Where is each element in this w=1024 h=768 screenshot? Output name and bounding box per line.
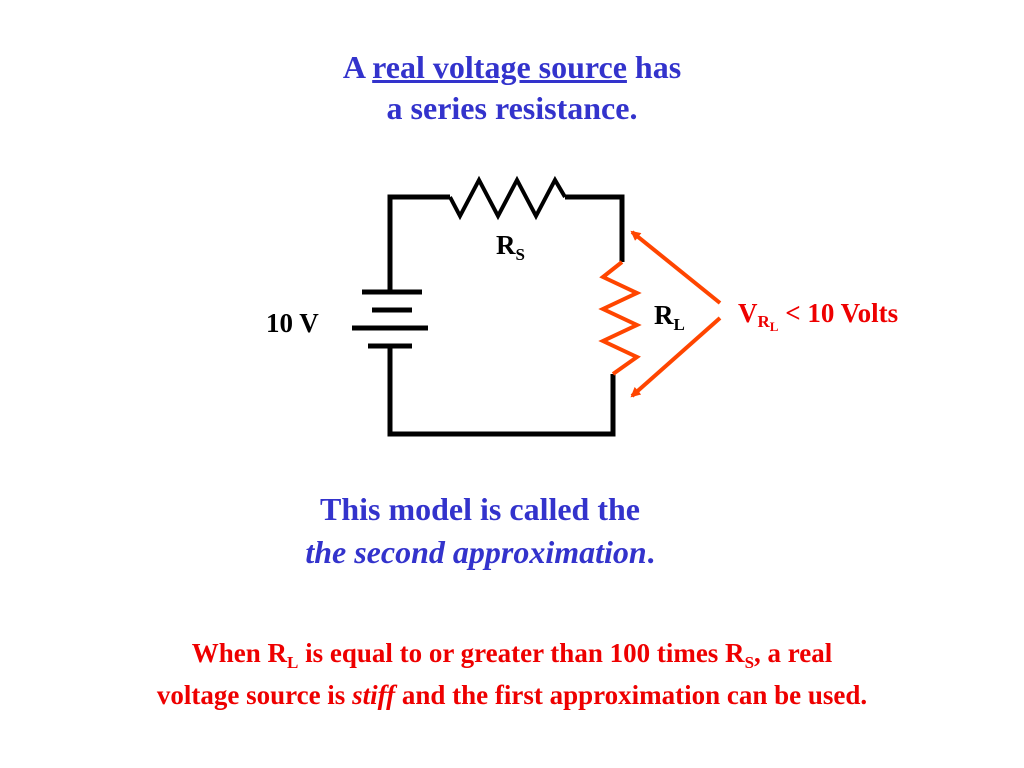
- rl-label: RL: [654, 300, 685, 333]
- title-suffix: has: [626, 49, 682, 85]
- title-underlined-term: real voltage source: [372, 49, 627, 85]
- note-text-2: is equal to or greater than 100 times R: [298, 638, 745, 668]
- rs-sub: S: [515, 245, 525, 264]
- load-resistor-rl: [598, 260, 642, 376]
- arrow-down: [630, 316, 722, 398]
- model-line2-italic: the second approximation: [305, 534, 647, 570]
- rl-main: R: [654, 300, 674, 330]
- rl-sub: L: [673, 315, 685, 334]
- stiff-source-note: When RL is equal to or greater than 100 …: [0, 632, 1024, 716]
- vrl-rest: < 10 Volts: [778, 298, 899, 328]
- note-text-3: , a real: [754, 638, 833, 668]
- model-line1: This model is called the: [319, 491, 640, 527]
- rs-main: R: [496, 230, 516, 260]
- arrow-up: [630, 230, 722, 305]
- model-line2-end: .: [646, 534, 655, 570]
- note-stiff-word: stiff: [352, 680, 396, 710]
- series-resistor-rs: [448, 175, 567, 221]
- title-line2: a series resistance.: [386, 90, 638, 126]
- vrl-v: V: [738, 298, 758, 328]
- note-sub-s: S: [744, 653, 755, 672]
- wire-top-right: [565, 194, 625, 262]
- wire-top-left: [387, 194, 450, 290]
- note-text-4: voltage source is: [156, 680, 353, 710]
- note-text-1: When R: [191, 638, 287, 668]
- wire-right-lower: [387, 348, 616, 437]
- note-sub-l: L: [287, 653, 299, 672]
- battery-symbol: [352, 289, 428, 349]
- slide-title: A real voltage source has a series resis…: [0, 47, 1024, 129]
- voltage-arrows: [630, 230, 722, 398]
- vrl-l: L: [769, 319, 779, 334]
- title-prefix: A: [342, 49, 373, 85]
- rs-label: RS: [496, 230, 525, 263]
- circuit-wires: [387, 175, 625, 437]
- source-voltage-label: 10 V: [266, 308, 319, 338]
- vrl-r: R: [757, 312, 770, 331]
- note-text-6: and the first approximation can be used.: [395, 680, 868, 710]
- model-caption: This model is called the the second appr…: [0, 488, 960, 574]
- vrl-label: VRL < 10 Volts: [738, 298, 899, 333]
